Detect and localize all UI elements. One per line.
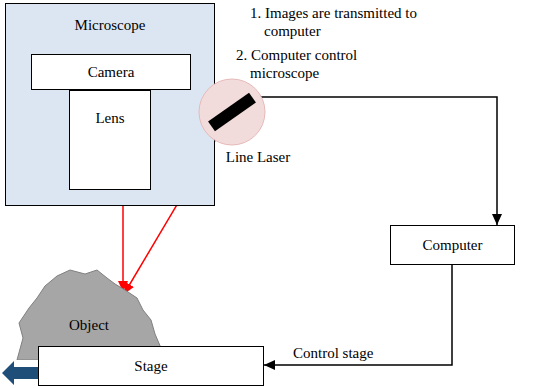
signal-line xyxy=(264,265,452,365)
edge-label: Control stage xyxy=(293,344,373,362)
edge-label-container: Control stage xyxy=(293,344,373,362)
lens-box: Lens xyxy=(69,90,151,190)
node-label: Object xyxy=(69,316,109,334)
node-label: Computer xyxy=(423,236,483,254)
camera-box: Camera xyxy=(31,54,191,90)
microscope-box: MicroscopeCameraLens xyxy=(5,3,215,206)
computer-box: Computer xyxy=(390,225,515,265)
note-container: 2. Computer control microscope xyxy=(236,46,386,82)
node-label: Line Laser xyxy=(226,148,291,166)
step-note: 1. Images are transmitted to computer xyxy=(250,4,422,40)
node-label: Lens xyxy=(95,109,124,127)
line-laser: Line Laser xyxy=(198,78,298,173)
step-note: 2. Computer control microscope xyxy=(236,46,386,82)
stage-box: Stage xyxy=(38,346,264,386)
node-label: Camera xyxy=(88,63,135,81)
note-container: 1. Images are transmitted to computer xyxy=(250,4,422,40)
node-label: Microscope xyxy=(75,16,146,34)
node-label: Stage xyxy=(134,357,167,375)
direction-arrow xyxy=(0,0,40,388)
